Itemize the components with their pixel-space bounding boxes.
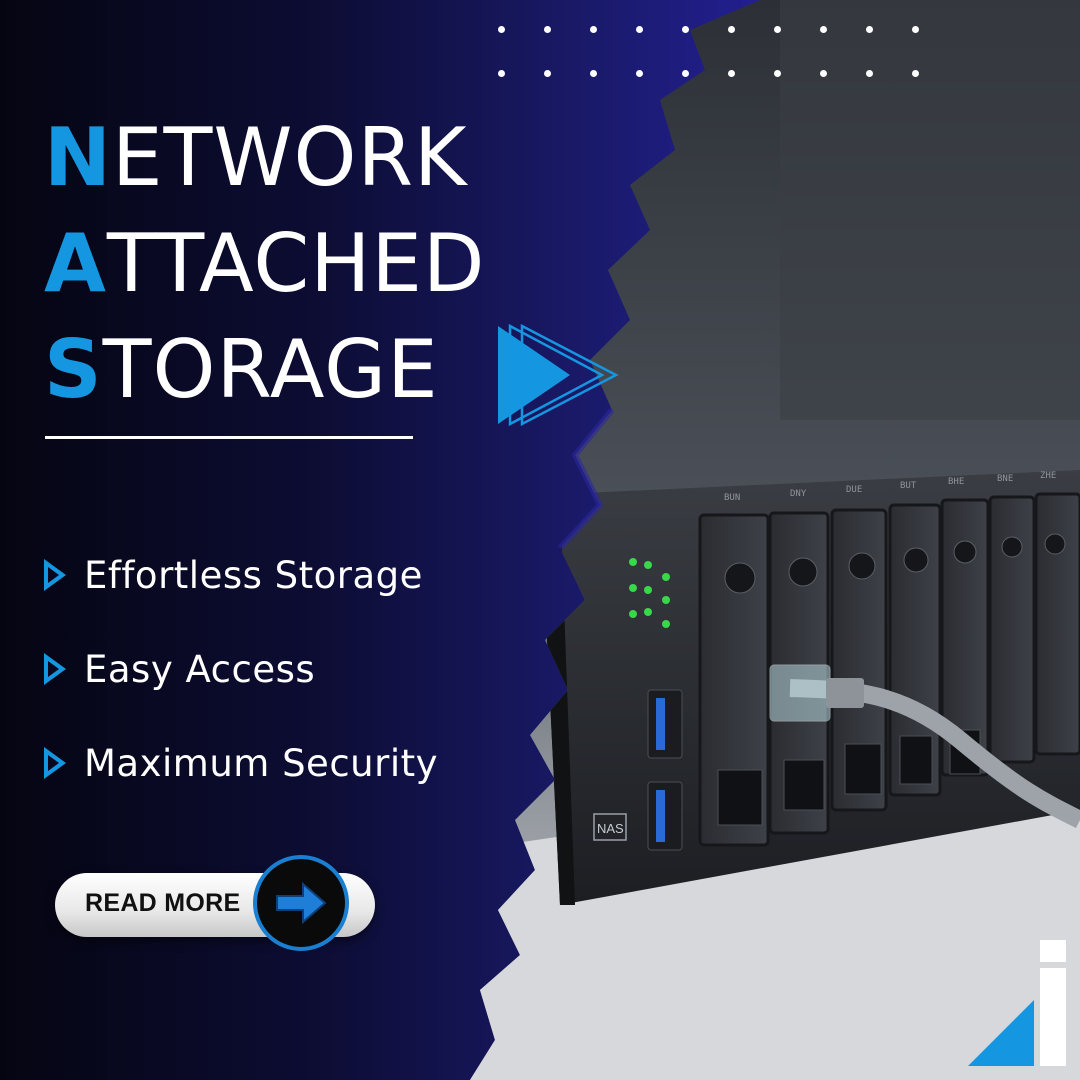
svg-text:DNY: DNY <box>790 489 807 499</box>
svg-text:DUE: DUE <box>846 485 862 495</box>
title-line-storage: STORAGE <box>44 323 439 416</box>
list-item: Effortless Storage <box>44 528 438 622</box>
led-indicator-icon <box>629 558 670 628</box>
brand-logo-icon <box>968 940 1066 1066</box>
arrow-right-icon[interactable] <box>253 855 349 951</box>
list-item: Maximum Security <box>44 716 438 810</box>
svg-text:ZHE: ZHE <box>1040 471 1056 481</box>
feature-list: Effortless Storage Easy Access Maximum S… <box>44 528 438 810</box>
svg-text:BUN: BUN <box>724 493 740 503</box>
nas-badge: NAS <box>597 821 624 836</box>
svg-text:BNE: BNE <box>997 474 1013 484</box>
list-item: Easy Access <box>44 622 438 716</box>
triple-chevron-icon <box>498 323 619 427</box>
read-more-button[interactable]: READ MORE <box>55 855 375 951</box>
play-triangle-icon <box>44 559 66 591</box>
svg-text:BUT: BUT <box>900 481 917 491</box>
title-divider <box>45 436 413 439</box>
title-line-network: NETWORK <box>44 111 468 204</box>
play-triangle-icon <box>44 747 66 779</box>
svg-text:BHE: BHE <box>948 477 964 487</box>
bay-labels: BUN DNY DUE BUT BHE BNE ZHE <box>724 471 1056 503</box>
title-line-attached: ATTACHED <box>44 217 486 310</box>
page-title: NETWORK ATTACHED STORAGE <box>44 105 486 423</box>
read-more-label: READ MORE <box>85 889 241 917</box>
play-triangle-icon <box>44 653 66 685</box>
